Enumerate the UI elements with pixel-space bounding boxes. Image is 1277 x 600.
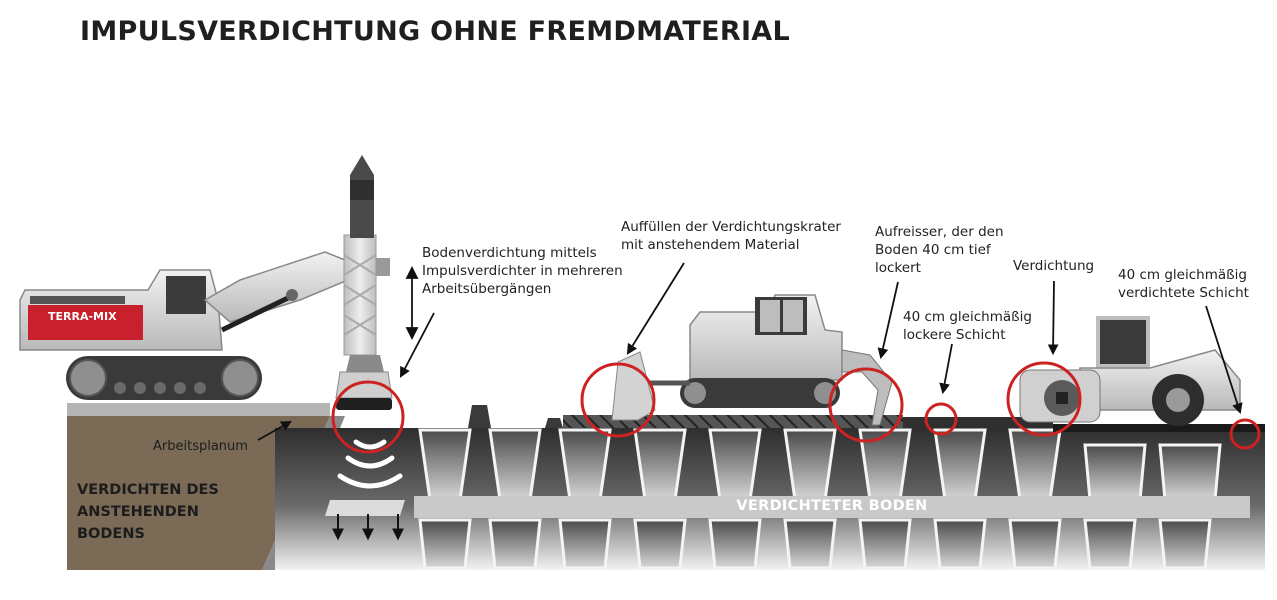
bulldozer [611, 294, 893, 426]
circle-blade [580, 362, 656, 438]
highlight-circles [331, 361, 1261, 454]
label-verdichtete-schicht: 40 cm gleichmäßig verdichtete Schicht [1118, 267, 1249, 301]
circle-roller-drum [1006, 361, 1082, 437]
down-arrows [332, 514, 404, 541]
circle-compactor [331, 380, 405, 454]
label-aufreisser: Aufreisser, der den Boden 40 cm tief loc… [875, 224, 1004, 276]
label-verdichten-des-bodens: VERDICHTEN DES ANSTEHENDEN BODENS [77, 482, 219, 542]
circle-ripper [828, 367, 904, 443]
stroke-arrow [405, 265, 419, 341]
label-verdichteter-boden: VERDICHTETER BODEN [736, 498, 928, 514]
label-bodenverdichtung: Bodenverdichtung mittels Impulsverdichte… [422, 245, 623, 297]
circle-compacted-layer [1229, 418, 1261, 450]
compacted-ground [275, 405, 1265, 570]
label-arbeitsplanum: Arbeitsplanum [153, 439, 248, 454]
label-verdichtung: Verdichtung [1013, 258, 1095, 274]
diagram-title: IMPULSVERDICHTUNG OHNE FREMDMATERIAL [80, 16, 790, 47]
label-auffuellen: Auffüllen der Verdichtungskrater mit ans… [621, 219, 841, 253]
circle-loose-layer [924, 402, 958, 436]
label-lockere-schicht: 40 cm gleichmäßig lockere Schicht [903, 309, 1032, 343]
excavator [19, 155, 393, 410]
brand-label: TERRA-MIX [48, 310, 117, 323]
annotation-arrows [257, 262, 1243, 441]
